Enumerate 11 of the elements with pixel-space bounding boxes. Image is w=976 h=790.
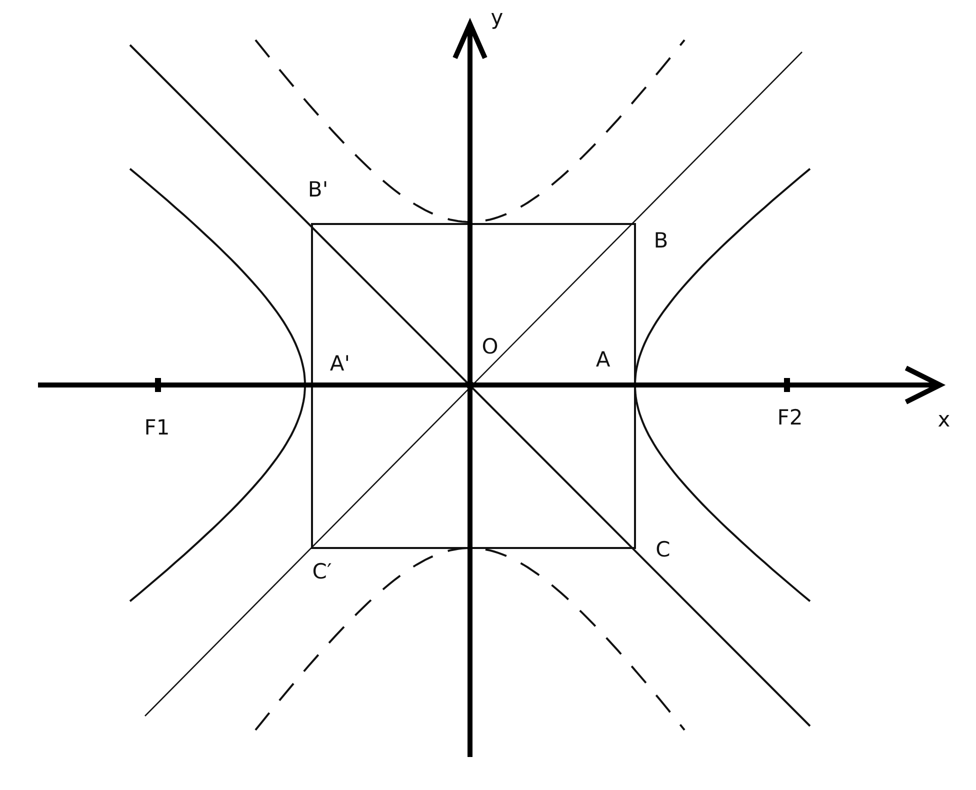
point-label: B' <box>308 180 328 200</box>
point-label: B <box>654 230 668 252</box>
point-label: F1 <box>144 418 170 438</box>
point-label: C <box>656 540 670 560</box>
point-label: O <box>482 336 498 358</box>
axis-label: x <box>938 410 950 430</box>
point-label: C′ <box>312 562 332 582</box>
point-label: A' <box>330 354 350 374</box>
axis-label: y <box>490 8 504 28</box>
point-label: A <box>596 350 610 370</box>
point-label: F2 <box>777 408 803 428</box>
